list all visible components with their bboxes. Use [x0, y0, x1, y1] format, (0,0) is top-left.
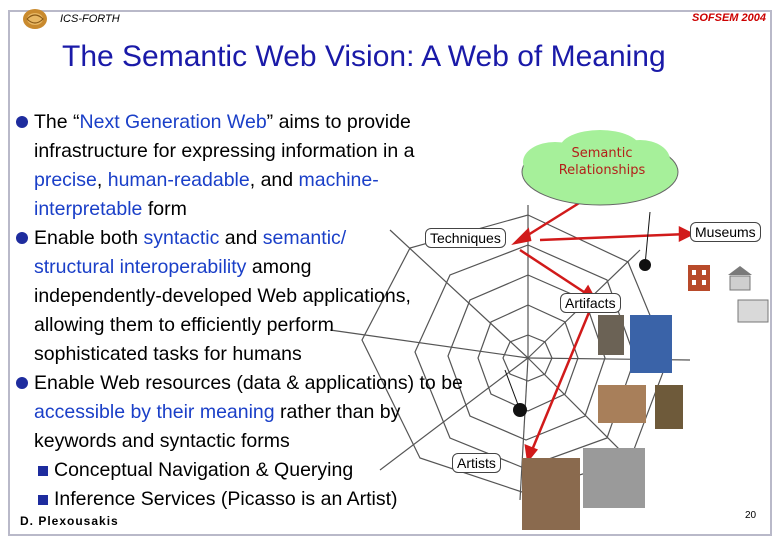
slide-title: The Semantic Web Vision: A Web of Meanin…	[62, 40, 666, 73]
cloud-label: Semantic Relationships	[558, 146, 646, 178]
bullet-item: Enable both syntactic and semantic/ stru…	[16, 224, 414, 369]
text-run: , and	[249, 169, 299, 191]
museum-icons	[688, 265, 769, 323]
spider-icons	[504, 211, 651, 417]
text-run: Enable both	[34, 227, 144, 249]
sub-bullet-item: Conceptual Navigation & Querying	[16, 456, 486, 485]
text-run: ” aims to provide infrastructure for exp…	[34, 111, 415, 162]
page-number: 20	[745, 510, 757, 521]
conference-label: SOFSEM 2004	[692, 12, 766, 24]
highlight-text: human-readable	[107, 169, 250, 191]
highlight-text: Next Generation Web	[79, 111, 267, 133]
sub-bullet-text: Inference Services (Picasso is an Artist…	[54, 488, 398, 510]
highlight-text: machine-interpretable	[34, 169, 379, 220]
text-run: ,	[96, 169, 108, 191]
artists-label: Artists	[452, 453, 501, 473]
bullet-dot-icon	[16, 232, 28, 244]
bullet-item: Enable Web resources (data & application…	[16, 369, 464, 456]
frame-border-right	[770, 10, 772, 535]
frame-border-top	[8, 10, 770, 12]
techniques-label: Techniques	[425, 228, 506, 248]
cloud-shape	[521, 130, 679, 206]
artist-photos	[522, 448, 645, 530]
bullet-dot-icon	[16, 377, 28, 389]
sub-bullet-item: Inference Services (Picasso is an Artist…	[16, 485, 486, 514]
institute-logo-icon	[23, 9, 47, 29]
highlight-text: syntactic	[143, 227, 220, 249]
bullet-item: The “Next Generation Web” aims to provid…	[16, 108, 486, 224]
text-run: form	[142, 198, 187, 220]
sub-bullet-square-icon	[38, 466, 48, 476]
text-run: rather than by keywords and syntactic fo…	[34, 401, 401, 452]
artifacts-label: Artifacts	[560, 293, 621, 313]
text-run: and	[219, 227, 263, 249]
text-run: Enable Web resources (data & application…	[34, 372, 463, 394]
text-run: The “	[34, 111, 80, 133]
frame-border-left	[8, 10, 10, 535]
text-run: among independently-developed Web applic…	[34, 256, 411, 365]
bullet-dot-icon	[16, 116, 28, 128]
bullet-list: The “Next Generation Web” aims to provid…	[16, 108, 486, 514]
frame-border-bottom	[8, 534, 772, 536]
artifact-images	[598, 315, 683, 429]
organization-label: ICS-FORTH	[60, 13, 120, 25]
highlight-text: precise	[34, 169, 97, 191]
sub-bullet-square-icon	[38, 495, 48, 505]
author-footer: D. Plexousakis	[20, 514, 119, 528]
highlight-text: semantic/ structural interoperability	[34, 227, 347, 278]
highlight-text: accessible by their meaning	[34, 401, 275, 423]
museums-label: Museums	[690, 222, 761, 242]
sub-bullet-text: Conceptual Navigation & Querying	[54, 459, 354, 481]
